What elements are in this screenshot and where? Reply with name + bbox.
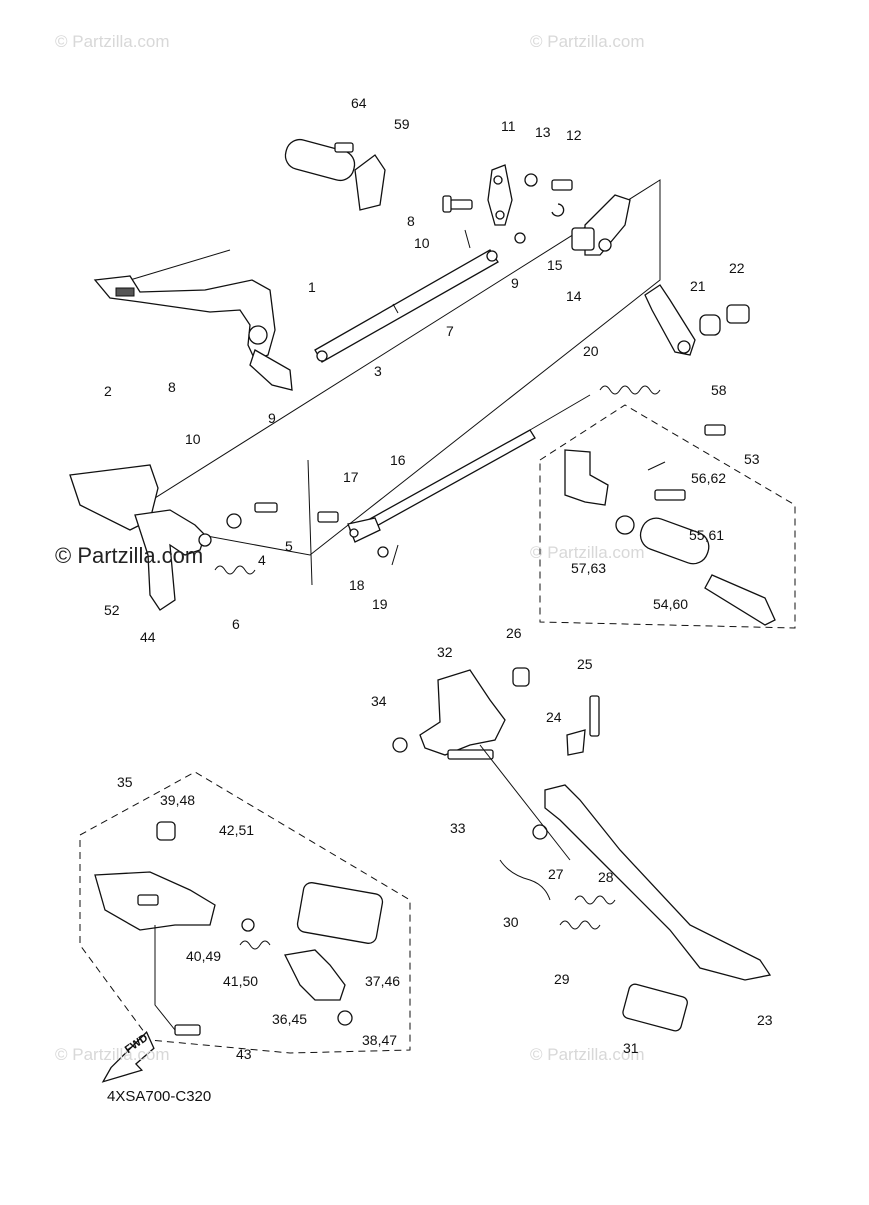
callout-33: 33 — [450, 820, 466, 836]
callout-24: 24 — [546, 709, 562, 725]
callout-8: 8 — [407, 213, 415, 229]
callout-58: 58 — [711, 382, 727, 398]
callout-35: 35 — [117, 774, 133, 790]
callout-13: 13 — [535, 124, 551, 140]
callout-22: 22 — [729, 260, 745, 276]
callout-39-48: 39,48 — [160, 792, 196, 808]
callout-23: 23 — [757, 1012, 773, 1028]
callout-3: 3 — [374, 363, 382, 379]
callout-55-61: 55,61 — [689, 527, 725, 543]
callout-29: 29 — [554, 971, 570, 987]
callout-26: 26 — [506, 625, 522, 641]
callout-20: 20 — [583, 343, 599, 359]
callout-43: 43 — [236, 1046, 252, 1062]
callout-9: 9 — [511, 275, 519, 291]
watermark: © Partzilla.com — [530, 1045, 645, 1064]
callout-41-50: 41,50 — [223, 973, 259, 989]
watermark: © Partzilla.com — [55, 32, 170, 51]
callout-19: 19 — [372, 596, 388, 612]
watermark: © Partzilla.com — [55, 1045, 170, 1064]
watermark: © Partzilla.com — [530, 32, 645, 51]
callout-38-47: 38,47 — [362, 1032, 398, 1048]
callout-17: 17 — [343, 469, 359, 485]
callout-8: 8 — [168, 379, 176, 395]
callout-7: 7 — [446, 323, 454, 339]
callout-28: 28 — [598, 869, 614, 885]
callout-57-63: 57,63 — [571, 560, 607, 576]
callout-32: 32 — [437, 644, 453, 660]
callout-16: 16 — [390, 452, 406, 468]
callout-54-60: 54,60 — [653, 596, 689, 612]
callout-44: 44 — [140, 629, 156, 645]
callout-25: 25 — [577, 656, 593, 672]
callout-18: 18 — [349, 577, 365, 593]
watermark: © Partzilla.com — [530, 543, 645, 562]
callout-37-46: 37,46 — [365, 973, 401, 989]
callout-21: 21 — [690, 278, 706, 294]
callout-15: 15 — [547, 257, 563, 273]
callout-52: 52 — [104, 602, 120, 618]
callout-14: 14 — [566, 288, 582, 304]
callout-31: 31 — [623, 1040, 639, 1056]
callout-27: 27 — [548, 866, 564, 882]
callout-30: 30 — [503, 914, 519, 930]
callout-36-45: 36,45 — [272, 1011, 308, 1027]
callout-56-62: 56,62 — [691, 470, 727, 486]
callout-59: 59 — [394, 116, 410, 132]
callout-9: 9 — [268, 410, 276, 426]
callout-10: 10 — [185, 431, 201, 447]
callout-5: 5 — [285, 538, 293, 554]
callout-12: 12 — [566, 127, 582, 143]
diagram-code: 4XSA700-C320 — [107, 1088, 212, 1105]
callout-4: 4 — [258, 552, 266, 568]
callout-53: 53 — [744, 451, 760, 467]
callout-11: 11 — [501, 118, 516, 134]
watermark: © Partzilla.com — [55, 543, 204, 568]
callout-40-49: 40,49 — [186, 948, 222, 964]
callout-1: 1 — [308, 279, 316, 295]
callout-10: 10 — [414, 235, 430, 251]
callout-6: 6 — [232, 616, 240, 632]
callout-64: 64 — [351, 95, 367, 111]
callout-42-51: 42,51 — [219, 822, 255, 838]
callout-2: 2 — [104, 383, 112, 399]
callout-34: 34 — [371, 693, 387, 709]
